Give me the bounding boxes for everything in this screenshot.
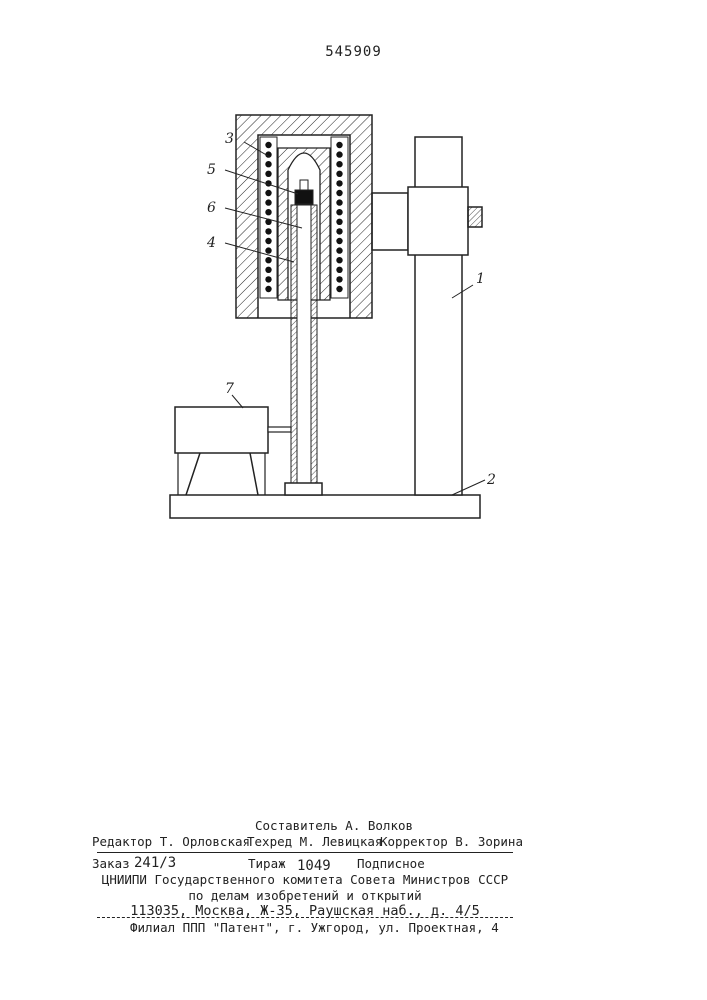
corrector-credit: Корректор В. Зорина <box>380 834 523 849</box>
left-coil-dot <box>265 238 271 244</box>
right-coil-dot <box>336 151 342 157</box>
branch-line: Филиал ППП "Патент", г. Ужгород, ул. Про… <box>130 920 499 935</box>
sample <box>295 190 313 204</box>
right-coil-dot <box>336 276 342 282</box>
clamp-knob <box>468 207 482 227</box>
right-coil-dot <box>336 161 342 167</box>
right-coil-dot <box>336 190 342 196</box>
rule-bottom <box>97 917 513 918</box>
rod-outer-left <box>291 205 297 485</box>
techred-credit: Техред М. Левицкая <box>247 834 382 849</box>
recorder-box <box>175 407 268 453</box>
label-6: 6 <box>207 200 216 216</box>
right-coil-dot <box>336 199 342 205</box>
subscription-label: Подписное <box>357 856 425 871</box>
furnace-arm <box>372 193 408 250</box>
left-coil-dot <box>265 257 271 263</box>
publisher-line-1: ЦНИИПИ Государственного комитета Совета … <box>97 872 513 887</box>
left-coil-dot <box>265 286 271 292</box>
left-coil-dot <box>265 199 271 205</box>
right-coil-dot <box>336 228 342 234</box>
left-coil-dot <box>265 276 271 282</box>
left-coil-dot <box>265 228 271 234</box>
left-coil-dot <box>265 142 271 148</box>
right-coil-dot <box>336 219 342 225</box>
label-3: 3 <box>225 131 234 147</box>
order-number: 241/3 <box>134 855 176 871</box>
right-coil-dot <box>336 267 342 273</box>
left-coil-dot <box>265 190 271 196</box>
right-coil-dot <box>336 209 342 215</box>
left-coil-dot <box>265 171 271 177</box>
recorder-stand <box>186 453 258 495</box>
right-coil-dot <box>336 180 342 186</box>
right-coil-dot <box>336 171 342 177</box>
right-coil-dot <box>336 286 342 292</box>
rule-top <box>97 852 513 853</box>
left-coil-dot <box>265 209 271 215</box>
label-4: 4 <box>206 235 216 251</box>
right-coil-dot <box>336 257 342 263</box>
editor-credit: Редактор Т. Орловская <box>92 834 250 849</box>
compiler-line: Составитель А. Волков <box>255 818 413 833</box>
rod-inner <box>297 205 311 485</box>
left-coil-dot <box>265 161 271 167</box>
rod-outer-right <box>311 205 317 485</box>
sample-cap <box>300 180 308 190</box>
label-5: 5 <box>207 162 216 178</box>
clamp-block <box>408 187 468 255</box>
rod-foot <box>285 483 322 495</box>
base-plate <box>170 495 480 518</box>
right-coil-dot <box>336 247 342 253</box>
right-coil-dot <box>336 238 342 244</box>
link-arm <box>268 427 291 432</box>
publisher-line-2: по делам изобретений и открытий <box>97 888 513 903</box>
label-7: 7 <box>225 381 234 397</box>
label-2: 2 <box>486 472 496 488</box>
left-coil-dot <box>265 247 271 253</box>
order-label: Заказ <box>92 856 130 871</box>
label-1: 1 <box>476 271 485 287</box>
right-coil-dot <box>336 142 342 148</box>
left-coil-dot <box>265 267 271 273</box>
print-run-label: Тираж <box>248 856 286 871</box>
